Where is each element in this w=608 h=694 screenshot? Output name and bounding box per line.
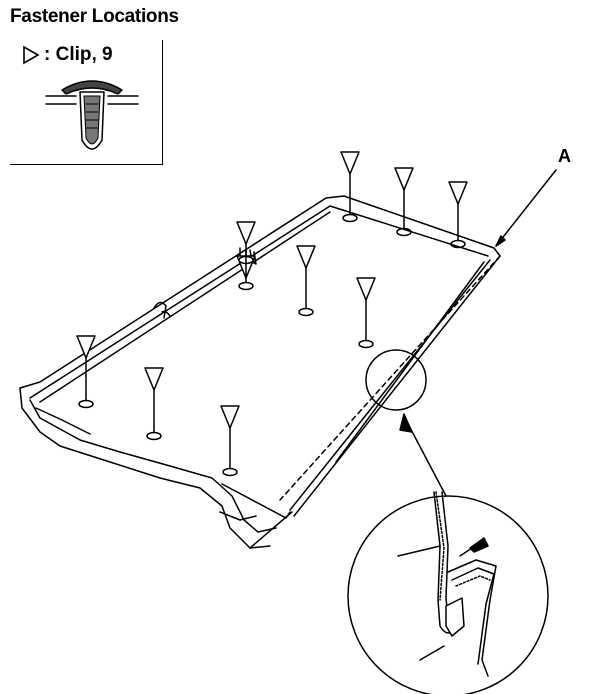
zoom-arrow [399, 413, 447, 497]
legend: : Clip, 9 [22, 44, 113, 66]
legend-label: : Clip, 9 [44, 44, 113, 65]
clip-marker-icon [236, 255, 256, 279]
page-title: Fastener Locations [10, 6, 179, 27]
clip-illustration [45, 80, 139, 150]
callout-a-leader [495, 169, 557, 247]
zoom-detail-circle [347, 495, 549, 694]
zoom-source-circle [365, 349, 427, 411]
clip-detail-box [10, 40, 163, 165]
clip-marker-icon [340, 151, 360, 223]
clip-marker-icon [144, 367, 164, 441]
clip-marker-icon [296, 245, 316, 317]
trim-edge-detail [397, 491, 497, 677]
seat-cover-outline [19, 195, 501, 549]
clip-marker-icon [220, 405, 240, 477]
clip-marker-icon [356, 277, 376, 349]
clip-marker-icon [23, 45, 40, 65]
callout-a-label: A [558, 146, 571, 166]
clip-marker-icon [394, 167, 414, 237]
clip-marker-icon [448, 181, 468, 249]
clip-marker-icon [76, 335, 96, 409]
direction-arrow-icon [469, 537, 489, 553]
